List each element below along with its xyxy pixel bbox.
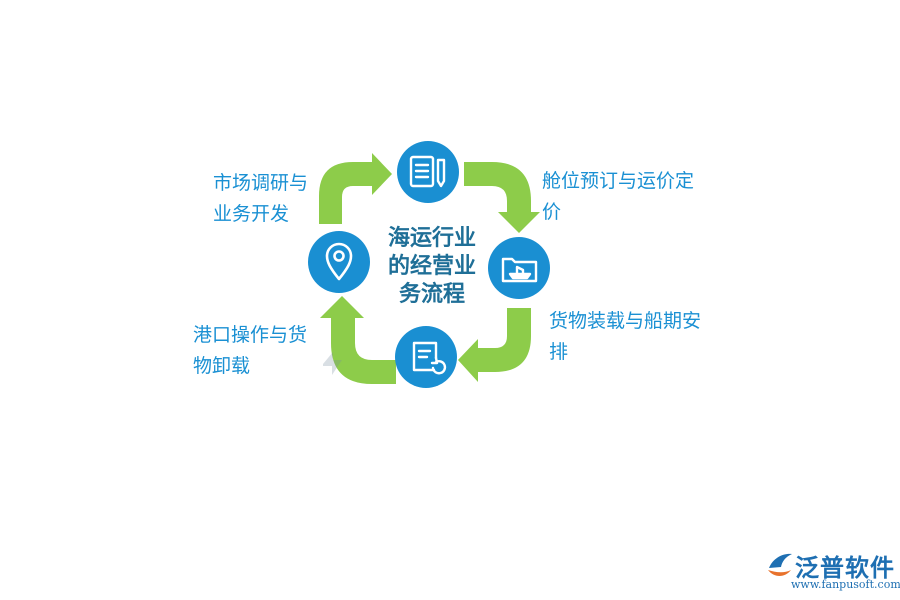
center-title-line-2: 的经营业 [387, 254, 476, 279]
arrow-left-to-top-shape [319, 153, 392, 224]
node-left-circle [308, 231, 370, 293]
step-label-booking-pricing: 舱位预订与运价定 价 [542, 166, 694, 228]
center-title-line-1: 海运行业 [387, 226, 476, 251]
step-label-market-research: 市场调研与 业务开发 [213, 168, 308, 230]
arrow-top-to-right-shape [464, 162, 540, 233]
step-label-line: 货物装载与船期安 [549, 310, 702, 332]
step-label-loading-schedule: 货物装载与船期安 排 [549, 306, 701, 368]
arrow-bottom-to-left-shape [320, 296, 396, 384]
location-pin-icon [325, 242, 353, 281]
step-label-line: 业务开发 [213, 203, 290, 225]
center-title: 海运行业 的经营业 务流程 [377, 225, 487, 309]
form-refresh-icon [412, 341, 447, 375]
brand-logo: 泛普软件 www.fanpusoft.com [765, 548, 900, 592]
step-label-line: 排 [549, 341, 569, 363]
center-title-line-3: 务流程 [398, 282, 465, 307]
document-pencil-icon [409, 155, 446, 188]
step-label-port-unloading: 港口操作与货 物卸载 [193, 320, 307, 382]
brand-name: 泛普软件 [795, 554, 895, 582]
watermark [320, 348, 416, 378]
folder-ship-icon [501, 257, 538, 283]
step-label-line: 市场调研与 [213, 172, 309, 194]
arrow-right-to-bottom-shape [458, 308, 531, 382]
step-label-line: 物卸载 [193, 355, 251, 377]
brand-url: www.fanpusoft.com [791, 578, 900, 591]
brand-logo-icon [768, 553, 792, 576]
step-label-line: 舱位预订与运价定 [542, 170, 695, 192]
step-label-line: 价 [542, 201, 562, 223]
step-label-line: 港口操作与货 [193, 324, 308, 346]
